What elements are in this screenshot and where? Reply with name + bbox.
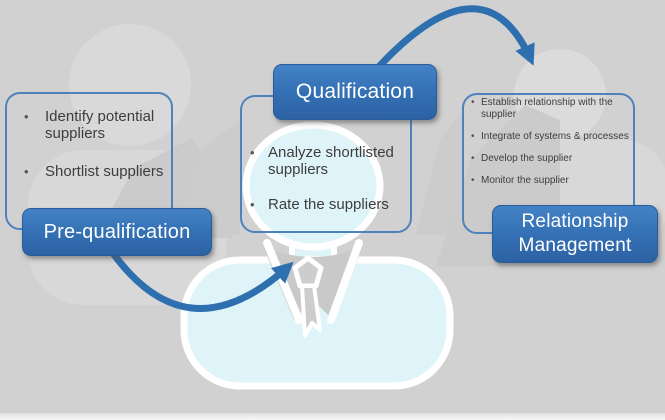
curved-arrow-qualification-to-relationship-icon [357,5,535,91]
qualification-bullet-list: Analyze shortlisted suppliers Rate the s… [248,144,408,231]
bullet-item: Identify potential suppliers [20,108,172,142]
curved-arrow-pre-to-qualification-icon [105,244,294,312]
relationship-management-bullet-list: Establish relationship with the supplier… [470,97,630,197]
bullet-item: Integrate of systems & processes [470,131,630,143]
bullet-item: Analyze shortlisted suppliers [248,144,408,178]
figure-tie-tail [300,284,322,338]
bullet-item: Develop the supplier [470,153,630,165]
background-shoulder-center-right [416,112,462,235]
figure-collar-right [327,239,363,324]
figure-tie-knot [292,255,324,289]
background-shoulder-center-left [178,120,240,235]
bullet-item: Rate the suppliers [248,196,408,213]
bullet-item: Shortlist suppliers [20,163,172,180]
pre-qualification-bullet-list: Identify potential suppliers Shortlist s… [20,108,172,201]
bottom-edge-strip [0,413,665,420]
stage-label-pre-qualification: Pre-qualification [22,208,212,256]
stage-label-relationship-management: Relationship Management [492,205,658,263]
bullet-item: Establish relationship with the supplier [470,97,630,121]
stage-label-qualification: Qualification [273,64,437,120]
bullet-item: Monitor the supplier [470,175,630,187]
